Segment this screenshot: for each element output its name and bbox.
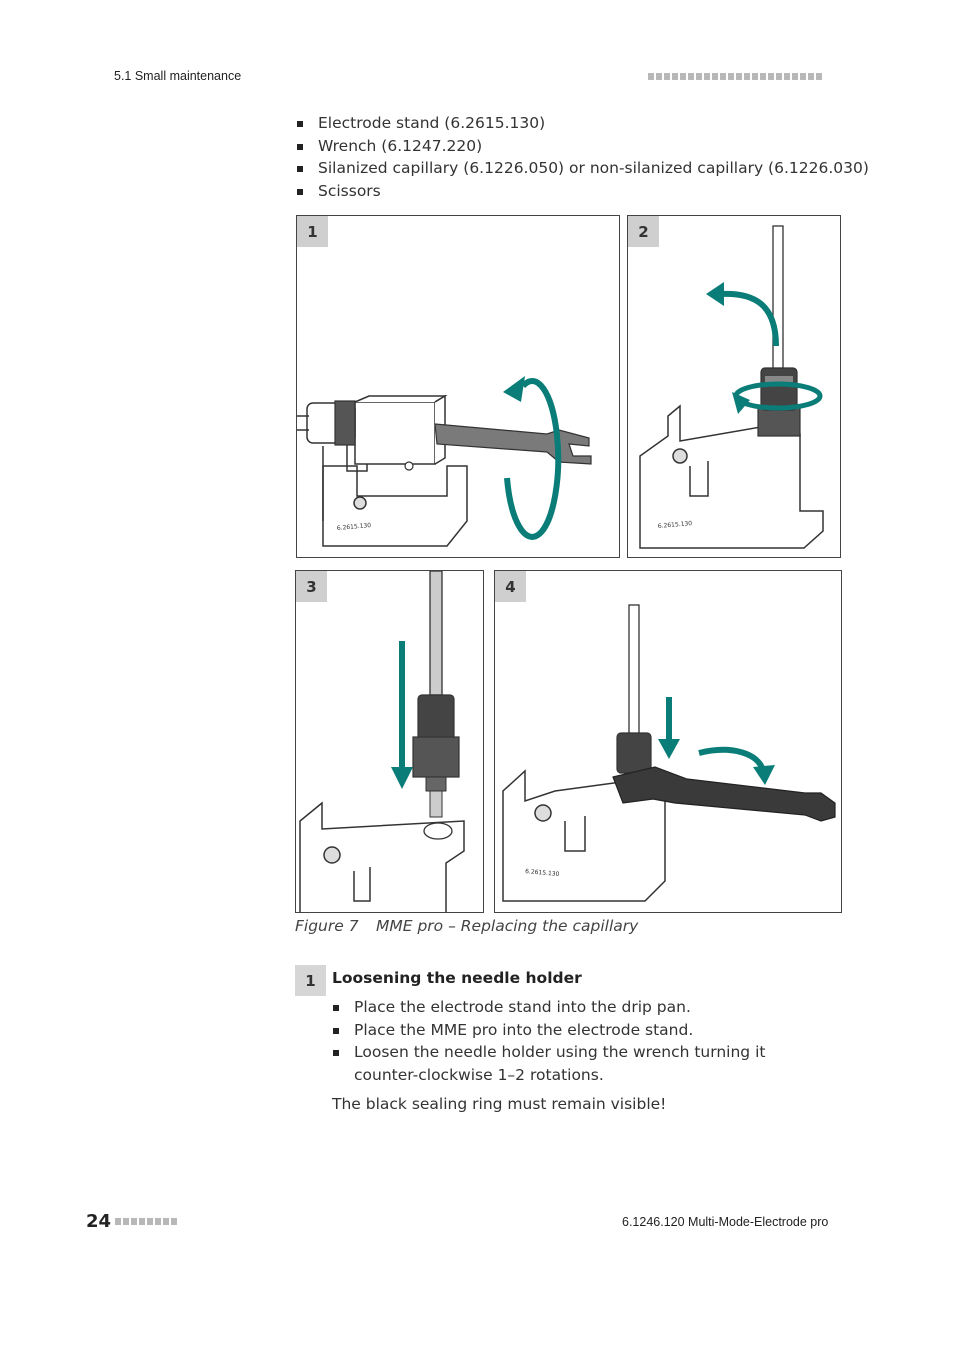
list-item: Scissors	[296, 180, 869, 203]
list-item: Loosen the needle holder using the wrenc…	[332, 1041, 812, 1086]
list-item: Wrench (6.1247.220)	[296, 135, 869, 158]
panel-number-3: 3	[296, 571, 327, 602]
list-item: Place the electrode stand into the drip …	[332, 996, 812, 1019]
svg-text:6.2615.130: 6.2615.130	[525, 868, 560, 878]
step-note: The black sealing ring must remain visib…	[332, 1095, 667, 1113]
page-number: 24	[86, 1211, 112, 1232]
header-decorative-dots	[648, 73, 822, 80]
step-instructions-list: Place the electrode stand into the drip …	[332, 996, 812, 1086]
remove-needle-holder-illustration: 6.2615.130	[639, 225, 824, 549]
tighten-with-wrench-illustration: 6.2615.130	[502, 604, 836, 902]
svg-text:6.2615.130: 6.2615.130	[658, 520, 693, 530]
step-number: 1	[295, 965, 326, 996]
list-item: Place the MME pro into the electrode sta…	[332, 1019, 812, 1042]
panel-number-4: 4	[495, 571, 526, 602]
panel-number-1: 1	[297, 216, 328, 247]
svg-text:6.2615.130: 6.2615.130	[337, 522, 372, 532]
materials-list: Electrode stand (6.2615.130) Wrench (6.1…	[296, 112, 869, 202]
figure-panel-4: 6.2615.130 4	[494, 570, 842, 913]
figure-panel-2: 6.2615.130 2	[627, 215, 841, 558]
figure-panel-3: 3	[295, 570, 484, 913]
loosen-with-wrench-illustration: 6.2615.130	[297, 376, 592, 547]
list-item: Electrode stand (6.2615.130)	[296, 112, 869, 135]
figure-label: Figure 7	[295, 917, 359, 935]
step-title: Loosening the needle holder	[332, 969, 582, 987]
figure-title: MME pro – Replacing the capillary	[376, 917, 639, 935]
running-header-section: 5.1 Small maintenance	[114, 69, 242, 83]
insert-capillary-illustration	[299, 571, 465, 912]
figure-caption: Figure 7 MME pro – Replacing the capillar…	[295, 917, 638, 935]
footer-decorative-dots	[115, 1218, 177, 1225]
panel-number-2: 2	[628, 216, 659, 247]
figure-panel-1: 6.2615.130 1	[296, 215, 620, 558]
footer-document-title: 6.1246.120 Multi-Mode-Electrode pro	[622, 1215, 829, 1229]
list-item: Silanized capillary (6.1226.050) or non-…	[296, 157, 869, 180]
